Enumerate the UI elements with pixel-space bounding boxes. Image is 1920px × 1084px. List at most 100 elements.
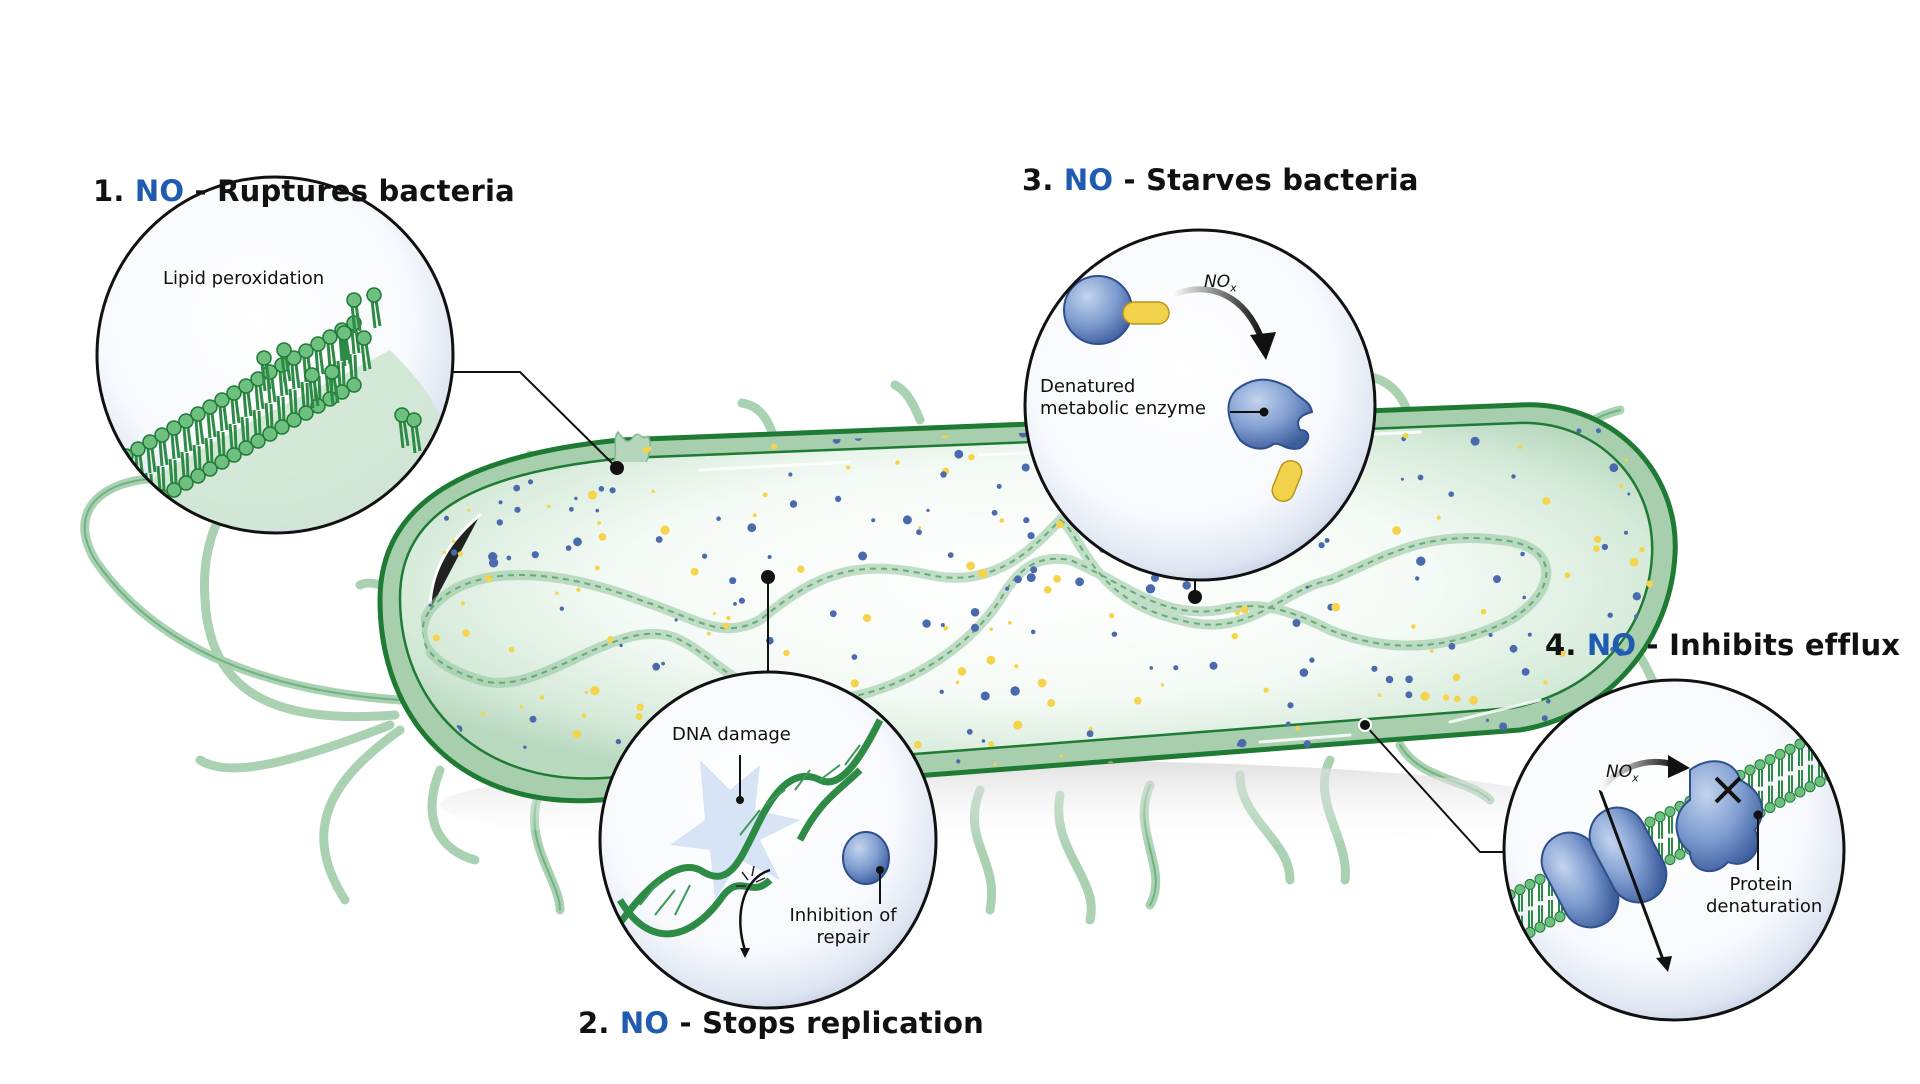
lipid-head [142, 496, 158, 512]
particle [1263, 687, 1269, 693]
particle [674, 618, 678, 622]
particle [1292, 619, 1301, 627]
lipid-head [118, 510, 134, 526]
particle [1324, 538, 1330, 543]
particle [508, 447, 515, 454]
particle [1075, 577, 1084, 587]
particle [432, 634, 440, 642]
lipid-head [130, 503, 146, 519]
particle [1411, 624, 1416, 629]
particle [450, 549, 458, 556]
particle [559, 606, 564, 611]
particle [1318, 542, 1325, 549]
particle [636, 703, 644, 711]
particle [966, 728, 973, 735]
panel-1-title: 1. NO - Ruptures bacteria [93, 174, 515, 208]
lipid-head [322, 329, 338, 345]
particle [940, 623, 945, 627]
lipid-head [256, 350, 272, 366]
nox-arrow-icon [1597, 759, 1676, 792]
lens-panel-1 [95, 175, 455, 535]
particle [970, 608, 980, 617]
particle [460, 601, 466, 606]
particle [1624, 458, 1628, 462]
particle [467, 508, 471, 512]
lipid-head [226, 385, 242, 401]
particle [1616, 648, 1625, 657]
lipid-head [250, 433, 266, 449]
particle [747, 523, 757, 533]
particle [428, 603, 432, 607]
particle [1402, 432, 1409, 439]
particle [1442, 694, 1450, 701]
particle [1026, 573, 1036, 583]
particle [1027, 532, 1035, 540]
particle [1543, 680, 1548, 685]
particle [1522, 595, 1526, 600]
particle [1145, 584, 1156, 594]
particle [488, 552, 498, 562]
particle [955, 680, 960, 685]
particle [1111, 631, 1118, 637]
particle [966, 561, 975, 571]
particle [1619, 484, 1624, 489]
connector-lines [451, 371, 1505, 853]
particle [1430, 649, 1434, 653]
particle [1392, 526, 1401, 535]
particle [956, 759, 961, 764]
particle [1023, 517, 1030, 524]
particle [590, 430, 599, 439]
denatured-enzyme-icon [1227, 378, 1314, 450]
panel-3-title: 3. NO - Starves bacteria [1022, 163, 1419, 197]
particle [858, 551, 868, 561]
particle [1627, 492, 1631, 496]
lipid-head [286, 412, 302, 428]
particle [574, 496, 578, 501]
particle [1485, 718, 1490, 723]
particle [1377, 693, 1382, 697]
particle [539, 695, 545, 700]
particle [1607, 612, 1613, 618]
particle [1564, 572, 1571, 579]
particle [762, 492, 768, 498]
particle [1480, 609, 1487, 615]
nox-label-panel-3: NOx [1204, 272, 1237, 295]
particle [1088, 727, 1093, 732]
particle [702, 553, 708, 559]
particle [895, 460, 900, 465]
particle [1134, 696, 1142, 705]
particle [652, 662, 661, 671]
lipid-head [97, 524, 110, 533]
lipid-head [356, 330, 372, 346]
particle [1470, 436, 1480, 446]
particle [565, 545, 572, 551]
particle [660, 525, 670, 535]
blocked-x-icon [1714, 776, 1742, 804]
dna-helix-icon [612, 718, 884, 938]
particle [615, 738, 622, 745]
lens-panel-4 [1502, 678, 1846, 1022]
particle [1160, 683, 1165, 687]
lipid-head [214, 454, 230, 470]
particle [1517, 444, 1523, 450]
particle [498, 500, 503, 505]
particle [1236, 742, 1241, 747]
lipid-peroxidation-label: Lipid peroxidation [163, 268, 325, 289]
particle [1452, 673, 1461, 681]
lipid-head [178, 475, 194, 491]
particle [1469, 696, 1478, 705]
particle [1416, 556, 1426, 566]
lens-panel-3 [1023, 228, 1377, 582]
particle [922, 619, 931, 628]
particle [481, 711, 485, 716]
particle [1542, 497, 1551, 505]
particle [523, 745, 527, 749]
particle [1014, 575, 1022, 584]
particle [1630, 428, 1638, 436]
lipid-head [346, 292, 362, 308]
particle [457, 551, 463, 557]
repair-enzyme-icon [842, 831, 890, 885]
particle [1596, 428, 1601, 434]
